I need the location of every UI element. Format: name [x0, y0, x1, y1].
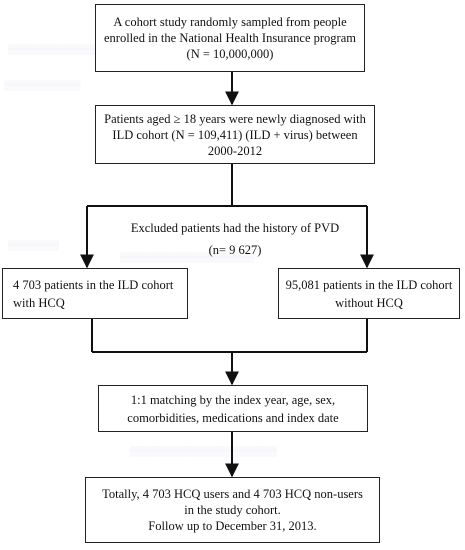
box-text-line: Patients aged ≥ 18 years were newly diag…: [104, 111, 366, 126]
box-text-line: 4 703 patients in the ILD cohort: [13, 277, 174, 292]
box-text-line: A cohort study randomly sampled from peo…: [113, 15, 347, 29]
box-text-line: Follow up to December 31, 2013.: [148, 519, 317, 533]
box-text-line: with HCQ: [13, 295, 65, 310]
ild-cohort-box: Patients aged ≥ 18 years were newly diag…: [95, 105, 375, 164]
box-text-line: in the study cohort.: [184, 503, 281, 517]
matching-criteria-box: 1:1 matching by the index year, age, sex…: [98, 385, 368, 432]
source-population-box: A cohort study randomly sampled from peo…: [95, 4, 365, 72]
box-text-line: enrolled in the National Health Insuranc…: [104, 31, 356, 45]
hcq-group-box: 4 703 patients in the ILD cohort with HC…: [2, 268, 188, 319]
non-hcq-group-box: 95,081 patients in the ILD cohort withou…: [278, 268, 460, 319]
exclusion-note: Excluded patients had the history of PVD…: [110, 220, 360, 258]
box-text-line: comorbidities, medications and index dat…: [127, 410, 339, 425]
background-artifact: ▒▒▒▒▒▒▒▒▒▒▒▒▒▒▒▒▒▒▒▒: [8, 44, 136, 54]
background-artifact: ▒▒▒▒▒▒▒▒▒▒▒▒▒▒▒▒▒▒▒▒▒: [120, 252, 254, 262]
box-text-line: Totally, 4 703 HCQ users and 4 703 HCQ n…: [102, 487, 363, 501]
box-text-line: 1:1 matching by the index year, age, sex…: [130, 392, 336, 407]
background-artifact: ▒▒▒▒▒▒▒▒▒▒▒▒: [4, 80, 81, 90]
box-text-line: (N = 10,000,000): [186, 47, 274, 61]
box-text-line: 2000-2012: [207, 143, 263, 158]
exclusion-text-line: Excluded patients had the history of PVD: [130, 221, 340, 235]
box-text-line: ILD cohort (N = 109,411) (ILD + virus) b…: [112, 127, 358, 142]
box-text-line: 95,081 patients in the ILD cohort: [285, 277, 453, 292]
background-artifact: ▒▒▒▒▒▒▒▒: [8, 240, 60, 250]
exclusion-text-line: (n= 9 627): [208, 243, 262, 257]
background-artifact: ▒▒▒▒▒▒▒▒▒▒▒▒▒▒▒▒▒▒▒▒▒▒▒: [130, 446, 277, 456]
box-text-line: without HCQ: [335, 295, 403, 310]
final-study-cohort-box: Totally, 4 703 HCQ users and 4 703 HCQ n…: [85, 477, 380, 543]
